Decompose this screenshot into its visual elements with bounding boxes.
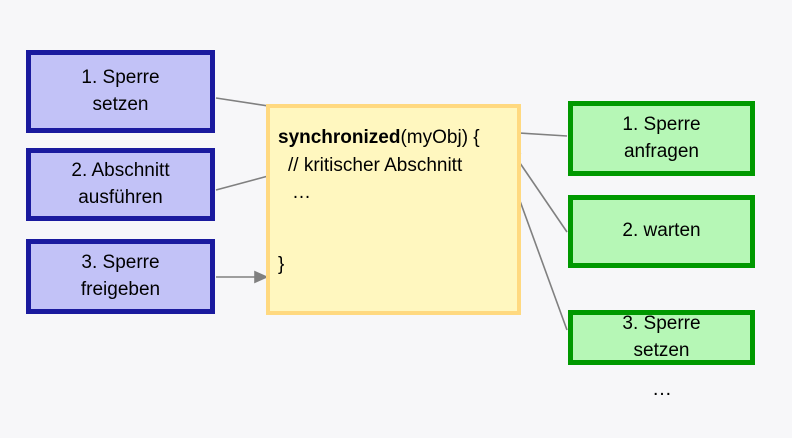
code-line-closing-brace: } xyxy=(278,253,285,275)
right-steps-trailing-ellipsis: … xyxy=(652,378,674,400)
right-step-1-line1: 1. Sperre xyxy=(622,114,701,136)
right-step-1[interactable]: 1. Sperre anfragen xyxy=(568,101,755,176)
left-step-3[interactable]: 3. Sperre freigeben xyxy=(26,239,215,314)
code-signature: (myObj) { xyxy=(400,127,480,148)
left-step-2-line2: ausführen xyxy=(78,186,163,208)
right-step-3-line1: 3. Sperre xyxy=(622,313,701,335)
right-step-3[interactable]: 3. Sperre setzen xyxy=(568,310,755,365)
left-step-1-line1: 1. Sperre xyxy=(81,67,160,89)
synchronized-code-block: synchronized(myObj) { // kritischer Absc… xyxy=(266,104,521,315)
code-keyword-synchronized: synchronized xyxy=(278,127,401,148)
code-line-comment: // kritischer Abschnitt xyxy=(288,154,463,176)
left-step-2-line1: 2. Abschnitt xyxy=(71,160,170,182)
code-line-ellipsis: … xyxy=(292,182,311,204)
left-step-2[interactable]: 2. Abschnitt ausführen xyxy=(26,148,215,221)
code-spacer xyxy=(278,207,507,251)
right-step-3-line2: setzen xyxy=(633,339,690,361)
left-step-1-line2: setzen xyxy=(92,93,149,115)
left-step-3-line1: 3. Sperre xyxy=(81,252,160,274)
code-line-header: synchronized(myObj) { xyxy=(278,124,507,152)
right-step-2-line1: 2. warten xyxy=(622,220,701,242)
left-step-1[interactable]: 1. Sperre setzen xyxy=(26,50,215,133)
right-step-2[interactable]: 2. warten xyxy=(568,195,755,268)
left-step-3-line2: freigeben xyxy=(80,278,161,300)
right-step-1-line2: anfragen xyxy=(623,140,699,162)
